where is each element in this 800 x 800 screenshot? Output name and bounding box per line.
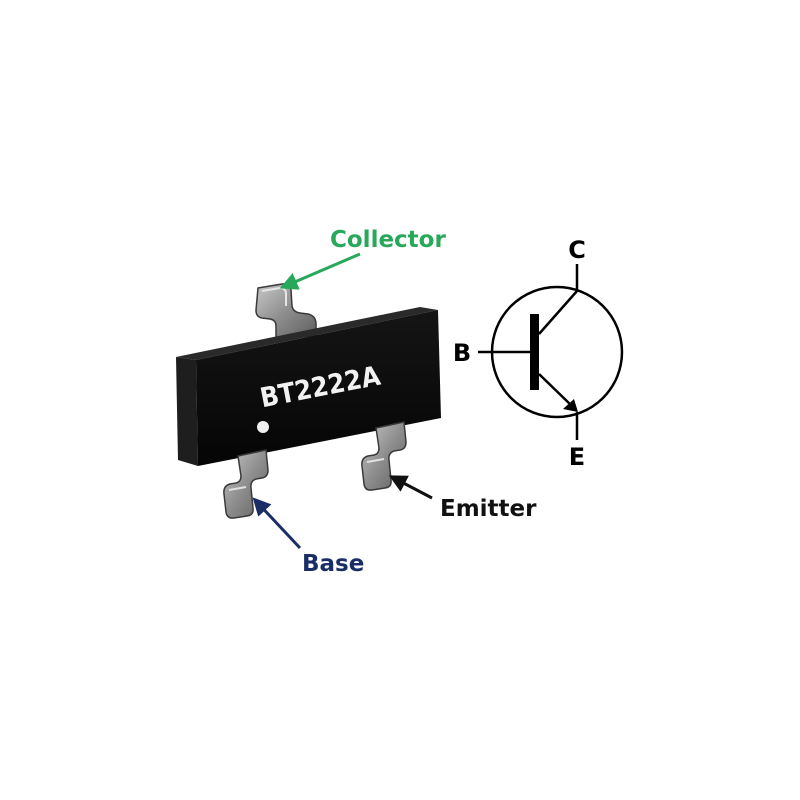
package-top-face <box>176 307 438 360</box>
collector-wire <box>538 290 578 335</box>
base-arrow <box>252 497 302 550</box>
emitter-callout: Emitter <box>388 475 537 522</box>
symbol-collector-letter: C <box>568 236 586 264</box>
emitter-arrow <box>388 475 433 500</box>
base-lead <box>223 449 269 519</box>
collector-label: Collector <box>330 227 446 253</box>
collector-arrow <box>279 252 361 290</box>
base-bar <box>530 314 539 390</box>
emitter-label: Emitter <box>440 496 537 522</box>
emitter-lead <box>361 421 407 491</box>
emitter-wire <box>538 373 574 408</box>
symbol-base-letter: B <box>453 339 471 367</box>
collector-lead <box>255 283 317 339</box>
symbol-emitter-letter: E <box>569 443 585 471</box>
pin1-indicator-dot <box>257 421 269 433</box>
package-end-face <box>176 357 198 466</box>
sot23-package: BT2222A <box>176 283 441 519</box>
emitter-arrowhead <box>563 399 578 412</box>
base-callout: Base <box>252 497 364 577</box>
npn-schematic-symbol <box>478 264 624 440</box>
base-label: Base <box>302 551 364 577</box>
collector-callout: Collector <box>279 227 446 290</box>
